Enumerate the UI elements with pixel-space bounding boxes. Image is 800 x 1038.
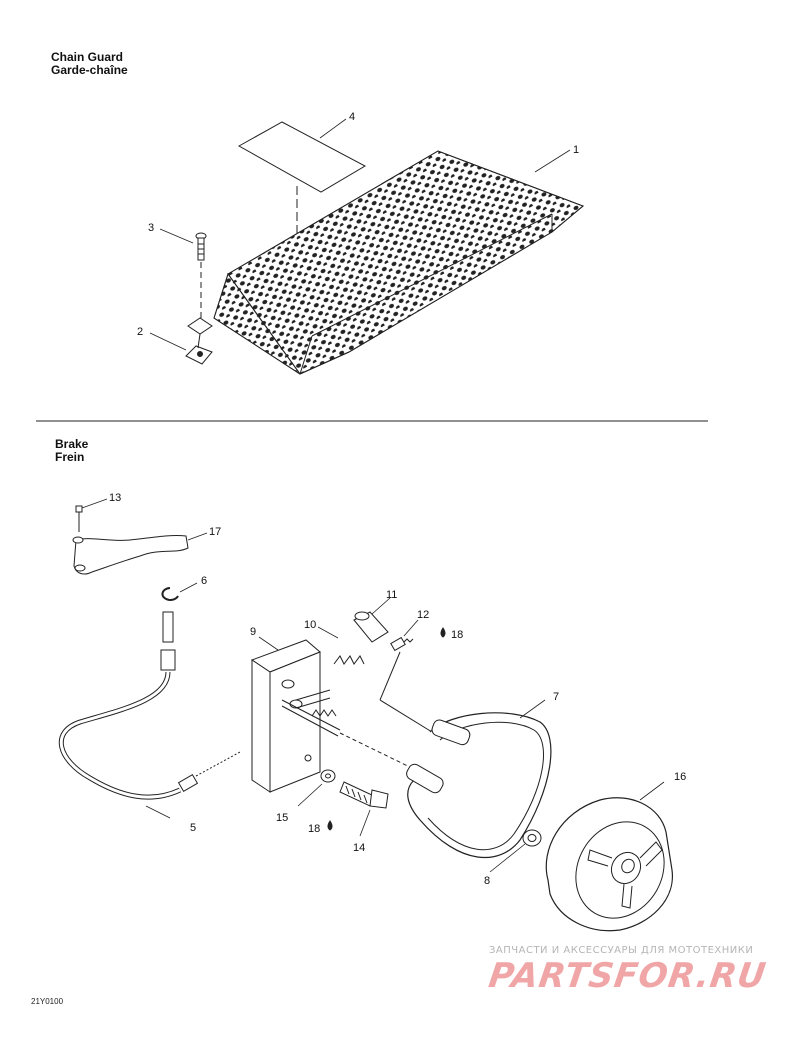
brake-band: [406, 712, 552, 859]
callout-10: 10: [304, 619, 316, 631]
circlip: [161, 587, 179, 601]
label-sticker: [237, 121, 367, 193]
pivot-bolt: [339, 781, 389, 809]
plunger-pin: [353, 611, 389, 643]
brake-title-en: Brake: [55, 437, 89, 451]
callout-13: 13: [109, 492, 121, 504]
band-nut: [522, 829, 542, 847]
chain-guard-title: Chain Guard Garde-chaîne: [51, 51, 128, 77]
lever-bolt: [75, 505, 83, 532]
callout-18-b: 18: [308, 823, 320, 835]
chain-guard-title-fr: Garde-chaîne: [51, 63, 128, 77]
callout-4: 4: [349, 111, 355, 123]
document-code: 21Y0100: [31, 997, 64, 1006]
callout-1: 1: [573, 144, 579, 156]
perforated-guard: [213, 150, 584, 375]
brake-drum: [545, 797, 673, 932]
threaded-rod: [281, 699, 421, 773]
spring: [333, 655, 365, 665]
callout-9: 9: [250, 626, 256, 638]
callout-5: 5: [190, 822, 196, 834]
callout-18-a: 18: [451, 629, 463, 641]
brake-title-fr: Frein: [55, 450, 85, 464]
callout-7: 7: [553, 691, 559, 703]
chain-guard-title-en: Chain Guard: [51, 50, 124, 64]
callout-3: 3: [148, 222, 154, 234]
screw: [195, 232, 207, 261]
callout-11: 11: [386, 589, 397, 601]
watermark-tagline: ЗАПЧАСТИ И АКСЕССУАРЫ ДЛЯ МОТОТЕХНИКИ: [489, 945, 754, 956]
brake-cable: [58, 611, 241, 800]
brake-assembly: [58, 505, 673, 932]
clip-nut: [185, 317, 213, 365]
callout-6: 6: [201, 575, 207, 587]
watermark: ЗАПЧАСТИ И АКСЕССУАРЫ ДЛЯ МОТОТЕХНИКИ PA…: [486, 945, 789, 996]
droplet-icon: [440, 627, 446, 638]
callout-8: 8: [484, 875, 490, 887]
callout-12: 12: [417, 609, 429, 621]
callout-14: 14: [353, 842, 365, 854]
droplet-icon: [327, 820, 333, 831]
brake-title: Brake Frein: [55, 438, 88, 464]
chain-guard-assembly: [185, 121, 584, 375]
callout-15: 15: [276, 812, 288, 824]
callout-16: 16: [674, 771, 686, 783]
callout-17: 17: [209, 526, 221, 538]
caliper-bracket: [250, 639, 331, 793]
watermark-logo: PARTSFOR.RU: [486, 956, 769, 996]
callout-numbers: 1 2 3 4 5 6 7 8 9 10 11 12 13 14 15 16 1…: [109, 111, 686, 887]
leader-lines: [81, 118, 665, 873]
adjuster: [390, 636, 414, 652]
callout-2: 2: [137, 326, 143, 338]
brake-lever: [72, 535, 189, 575]
